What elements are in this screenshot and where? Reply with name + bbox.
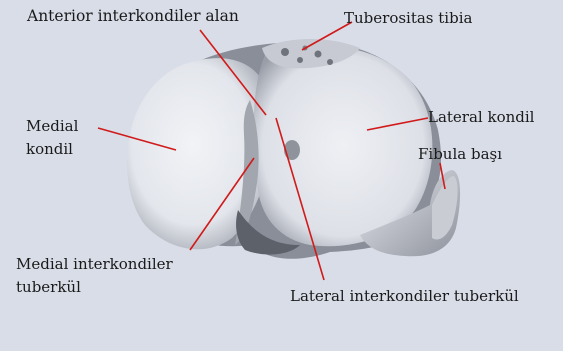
label-medial-interkondiler-tuberkul: Medial interkondiler tuberkül xyxy=(16,256,173,296)
label-medial-tuberkul-line2: tuberkül xyxy=(16,279,173,296)
label-lateral-interkondiler-tuberkul: Lateral interkondiler tuberkül xyxy=(290,288,519,305)
label-lateral-kondil: Lateral kondil xyxy=(428,109,534,126)
label-medial-kondil-line1: Medial xyxy=(26,118,78,135)
label-medial-kondil-line2: kondil xyxy=(26,141,78,158)
label-tuberositas-tibia: Tuberositas tibia xyxy=(344,10,472,27)
label-fibula-basi: Fibula başı xyxy=(418,146,502,163)
label-medial-kondil: Medial kondil xyxy=(26,118,78,158)
lateral-condyle xyxy=(254,45,433,246)
label-medial-tuberkul-line1: Medial interkondiler xyxy=(16,256,173,273)
label-anterior-interkondiler-alan: Anterior interkondiler alan xyxy=(27,8,239,25)
